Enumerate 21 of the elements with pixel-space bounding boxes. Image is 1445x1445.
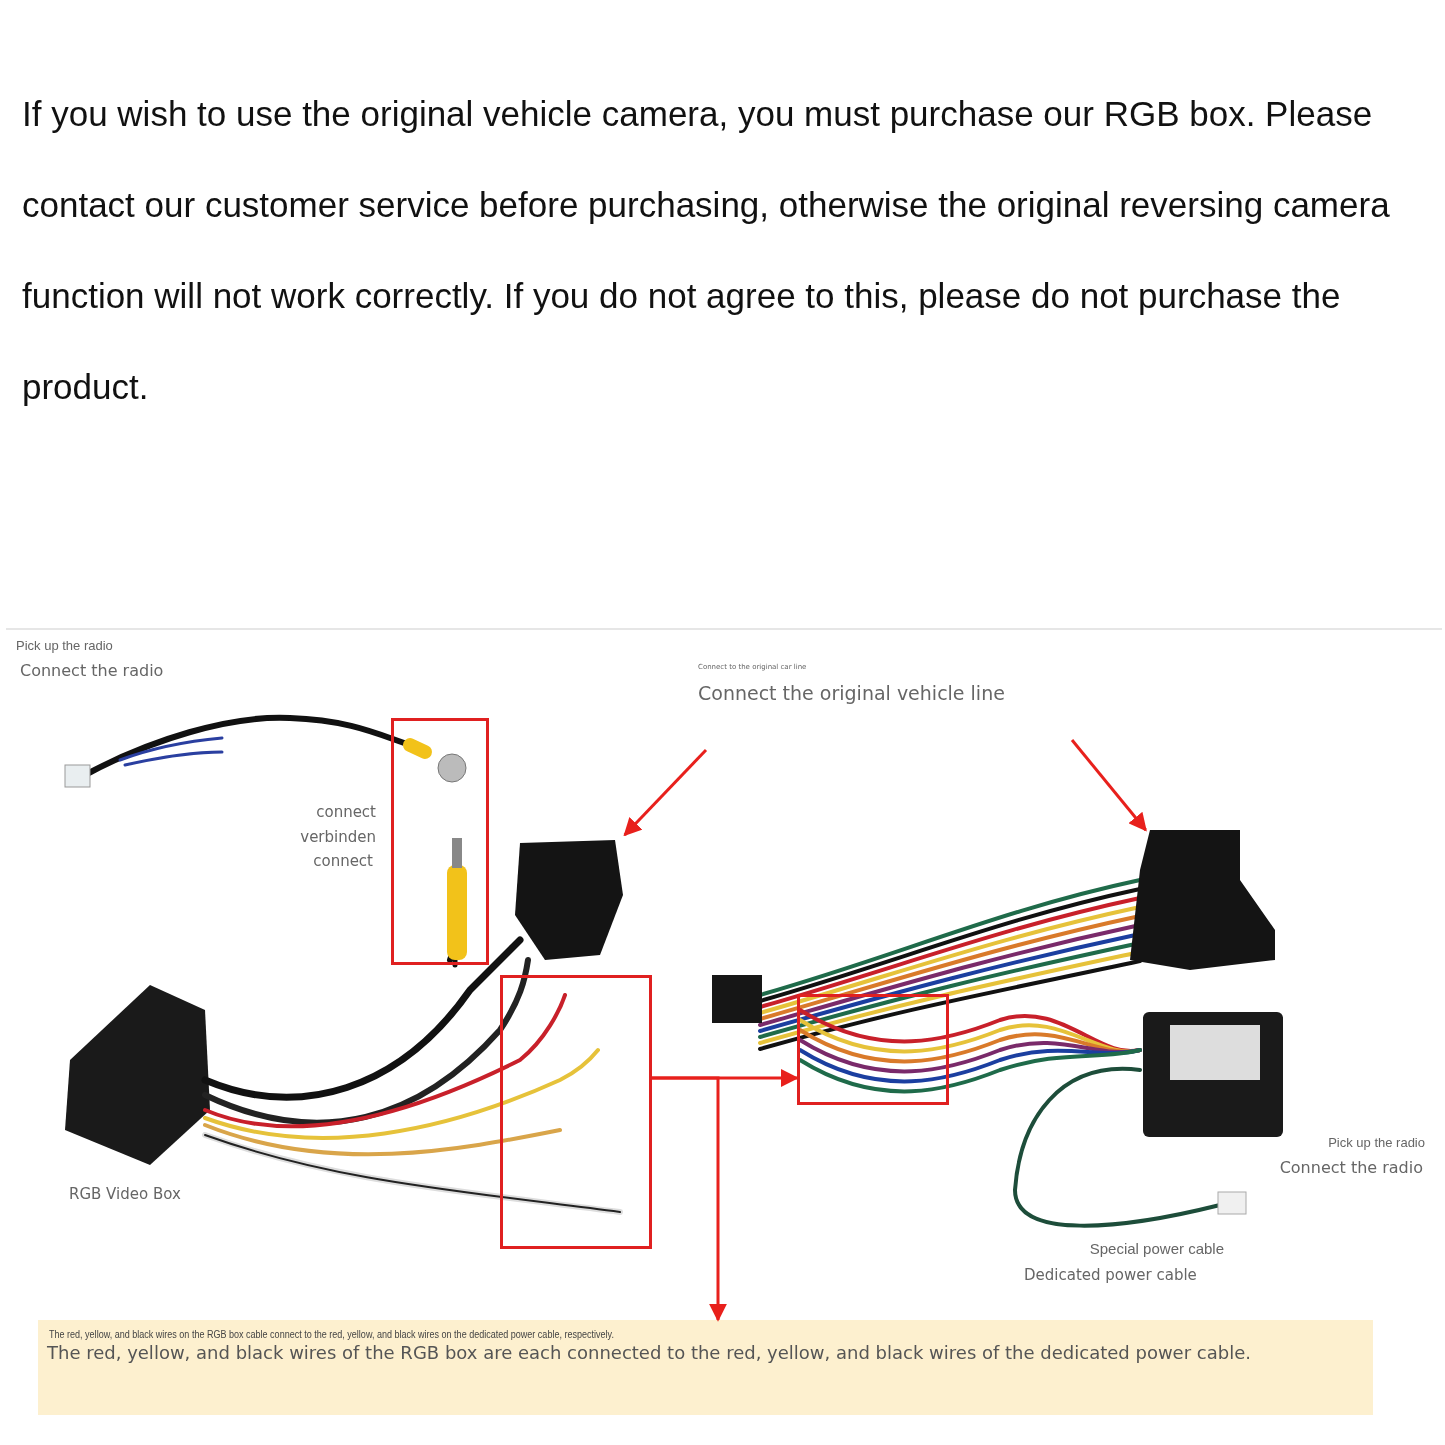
note-panel — [38, 1320, 1373, 1415]
caption-text: Connect the original vehicle line — [698, 682, 1005, 704]
caption-text: verbinden — [300, 828, 376, 846]
highlight-frame — [797, 994, 949, 1105]
highlight-frame — [391, 718, 489, 965]
caption-text: Dedicated power cable — [1024, 1266, 1197, 1284]
caption-text: Connect the radio — [1279, 1158, 1423, 1177]
note-text: The red, yellow, and black wires of the RGB box are each connected to the red, yellow, and black wires of the dedicated power cable. — [47, 1342, 1251, 1363]
note-text: The red, yellow, and black wires on the RGB box cable connect to the red, yellow, and black wires on the dedicated power cable, respectively. — [49, 1328, 614, 1340]
caption-text: Connect the radio — [20, 661, 164, 680]
caption-text: connect — [313, 852, 373, 870]
caption-text: Special power cable — [1089, 1240, 1224, 1257]
highlight-frame — [500, 975, 652, 1249]
caption-text: RGB Video Box — [69, 1185, 181, 1203]
caption-text: connect — [316, 803, 376, 821]
arrow — [1070, 739, 1147, 832]
arrow — [623, 748, 708, 837]
notice-paragraph: If you wish to use the original vehicle camera, you must purchase our RGB box. Please contact our customer service before purchasing, otherwise the original reversing camera function will not work correctly. If you do not agree to this, please do not purchase the product. — [22, 93, 1391, 408]
caption-text: Pick up the radio — [16, 638, 113, 653]
caption-text: Pick up the radio — [1328, 1135, 1425, 1150]
arrow — [652, 1076, 727, 1322]
